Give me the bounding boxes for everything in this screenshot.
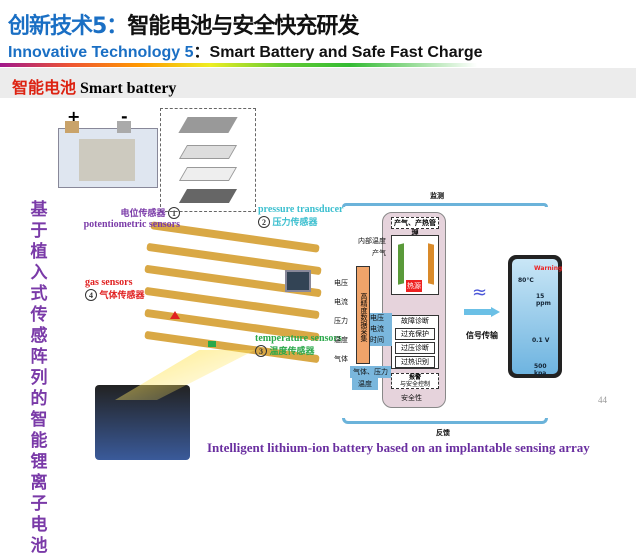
alarm-box: 报警与安全控制 — [391, 373, 439, 389]
input-list: 电压电流压力温度气体 — [334, 279, 348, 363]
section-title-en: Smart battery — [80, 80, 177, 97]
fault-diagnosis-box: 故障诊断 过充保护 过压诊断 过热识别 — [391, 315, 439, 369]
feedback-label: 反馈 — [436, 429, 450, 437]
rainbow-divider — [0, 63, 636, 67]
monitor-label: 监测 — [430, 192, 444, 200]
page-title-en: Innovative Technology 5：Smart Battery an… — [8, 38, 483, 62]
minus-terminal: - — [121, 107, 128, 126]
signal-label: 信号传输 — [466, 331, 498, 340]
sensor-array-illustration — [140, 221, 330, 375]
pressure-readout: 500 kpa — [534, 363, 547, 377]
title-rest: 智能电池与安全快充研发 — [127, 14, 359, 39]
gas-heat-box: 产气、产热管理 — [391, 217, 439, 237]
signal-arrow — [464, 307, 500, 317]
section-band — [0, 68, 636, 98]
section-title-cn: 智能电池 — [12, 80, 77, 97]
gas-pressure-label: 气体、压力 — [350, 366, 391, 378]
gas-readout: 15 ppm — [536, 293, 551, 307]
temp-readout: 80°C — [518, 277, 534, 284]
title-en-prefix: Innovative Technology 5 — [8, 44, 194, 61]
page-number: 44 — [598, 395, 607, 405]
heat-source-label: 热源 — [406, 280, 422, 292]
section-title: 智能电池 Smart battery — [12, 74, 176, 98]
electrode-stack-detail — [160, 108, 256, 212]
fault-item: 过压诊断 — [395, 342, 435, 354]
internal-temp-label: 内部温度 — [358, 237, 386, 245]
fault-item: 过充保护 — [395, 328, 435, 340]
title-en-rest: ：Smart Battery and Safe Fast Charge — [193, 44, 483, 61]
voltage-readout: 0.1 V — [532, 337, 550, 344]
safety-label: 安全性 — [401, 394, 422, 402]
feedback-arrow — [342, 418, 548, 424]
phone-illustration: Warning 80°C 15 ppm 0.1 V 500 kpa — [508, 255, 562, 378]
warning-label: Warning — [534, 265, 563, 272]
figure-caption: Intelligent lithium-ion battery based on… — [207, 440, 590, 455]
fault-item: 过热识别 — [395, 356, 435, 368]
monitor-arrow — [342, 203, 548, 207]
title-prefix: 创新技术5： — [8, 14, 128, 39]
page-title: 创新技术5：智能电池与安全快充研发 — [8, 8, 359, 40]
battery-cell-illustration: + - — [58, 107, 158, 188]
temperature-label: 温度 — [352, 378, 378, 390]
data-acquisition-box: 高精度数据采集 — [356, 266, 370, 364]
fault-title: 故障诊断 — [401, 317, 429, 325]
safety-panel: 产气、产热管理 热源 故障诊断 过充保护 过压诊断 过热识别 报警与安全控制 安… — [382, 212, 446, 408]
side-input-list: 电压电流时间 — [370, 313, 392, 346]
wifi-icon: ≈ — [472, 282, 488, 303]
gas-gen-label: 产气 — [372, 249, 386, 257]
cell-heat-box: 热源 — [391, 235, 439, 295]
vertical-title: 基于植入式传感阵列的智能锂离子电池 — [30, 200, 48, 556]
